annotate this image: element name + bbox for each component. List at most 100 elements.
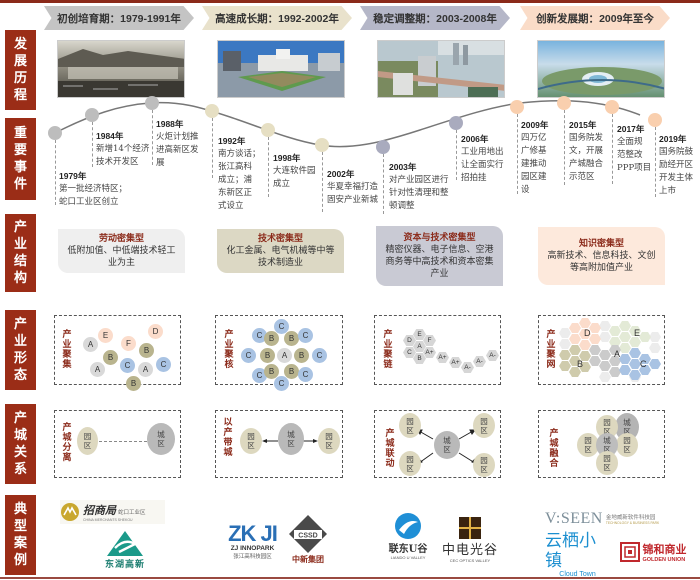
event-text: 国务院发 文，开展 产城融合 示范区: [569, 133, 604, 182]
node-b: B: [126, 376, 141, 391]
park-circle: 园区: [240, 428, 262, 454]
event-year: 2009年: [521, 120, 549, 130]
city-circle: 城区: [147, 423, 175, 455]
event-2017: 2017年全面规 范整改 PPP项目: [617, 123, 657, 175]
event-text: 工业用地出 让全面实行 招拍挂: [461, 147, 504, 183]
logo-liando: 联东U谷 LIANDO U VALLEY: [383, 508, 433, 563]
network-label-d: D: [584, 328, 591, 338]
relation-label: 产城分离: [62, 423, 72, 463]
relation-label: 以产带城: [223, 418, 233, 458]
svg-text:CSSD: CSSD: [298, 532, 317, 539]
event-2019: 2019年国务院鼓 励经开区 开发主体 上市: [659, 133, 700, 198]
phase-header-3: 稳定调整期：2003-2008年: [360, 6, 510, 30]
node-c: C: [156, 357, 171, 372]
structure-box-knowledge: 知识密集型 高新技术、信息科技、文创等高附加值产业: [538, 227, 665, 285]
park-circle: 园区: [399, 413, 421, 438]
node-c: C: [274, 376, 289, 391]
separation-line: [99, 441, 147, 442]
side-label-relation: 产城关系: [5, 404, 36, 484]
cec-optics-icon: [459, 517, 481, 539]
event-year: 1998年: [273, 153, 301, 163]
logo-cec-optics: 中电光谷 CEC OPTICS VALLEY: [440, 515, 500, 565]
logo-en: LIANDO U VALLEY: [390, 554, 426, 560]
event-dashline: [55, 140, 56, 205]
structure-box-labor: 劳动密集型 低附加值、中低端技术轻工业为主: [58, 229, 185, 273]
node-a: A: [138, 362, 153, 377]
event-dashline: [564, 110, 565, 185]
park-circle: 园区: [596, 451, 618, 475]
node-b: B: [284, 364, 299, 379]
city-circle: 城区: [596, 433, 618, 457]
phase-photo-2: [217, 40, 345, 98]
phase-years: 2009年至今: [599, 12, 654, 25]
logo-viseen: V:SEEN 金地威新软件科技园 TECHNOLOGY & BUSINESS P…: [545, 508, 695, 530]
park-circle: 园区: [318, 428, 340, 454]
event-year: 1988年: [156, 119, 184, 129]
node-a: A: [90, 362, 105, 377]
hex-node: E: [413, 329, 426, 340]
phase-years: 1992-2002年: [278, 12, 339, 25]
node-c: C: [252, 368, 267, 383]
form-label: 产业聚网: [546, 330, 556, 370]
arrows: [262, 439, 318, 443]
side-label-events: 重要事件: [5, 118, 36, 200]
event-2009: 2009年四万亿 广修基 建推动 园区建 设: [521, 119, 561, 197]
form-frame-core: 产业聚核 C C B B C C B A B C C B B C C: [215, 315, 343, 391]
node-b: B: [264, 331, 279, 346]
relation-label: 产城联动: [385, 429, 395, 469]
relation-label: 产城融合: [549, 429, 559, 469]
network-label-e: E: [634, 328, 641, 338]
logo-en: CHINA MERCHANTS SHEKOU: [83, 518, 133, 522]
node-b: B: [264, 364, 279, 379]
park-circle: 园区: [473, 413, 495, 438]
event-1988: 1988年火炬计划推 进高新区发 展: [156, 118, 211, 170]
node-b: B: [294, 348, 309, 363]
event-dashline: [152, 110, 153, 165]
event-text: 第一批经济特区； 蛇口工业区创立: [59, 184, 128, 207]
china-merchants-icon: [61, 503, 79, 521]
form-label: 产业聚链: [383, 330, 393, 370]
cssd-diamond-icon: CSSD: [289, 514, 327, 553]
event-year: 2002年: [327, 169, 355, 179]
timeline-curve: [48, 96, 662, 154]
city-circle: 城区: [434, 431, 460, 459]
structure-desc: 低附加值、中低端技术轻工业为主: [67, 246, 176, 268]
event-dashline: [655, 127, 656, 197]
logo-sub: 张江高科技园区: [233, 553, 272, 560]
logo-name: 联东U谷: [388, 543, 428, 555]
event-1984: 1984年新增14个经济 技术开发区: [96, 130, 156, 169]
phase-photo-4: [537, 40, 665, 98]
liando-swirl-icon: [395, 512, 421, 539]
node-b: B: [260, 348, 275, 363]
logo-name: 东湖高新: [104, 559, 145, 569]
node-f: F: [121, 336, 136, 351]
park-circle: 园区: [596, 415, 618, 439]
relation-frame-linkage: 产城联动 园区 园区 城区 园区 园区: [374, 410, 501, 478]
hex-node: A-: [473, 356, 486, 367]
node-c: C: [312, 348, 327, 363]
event-text: 新增14个经济 技术开发区: [96, 144, 150, 167]
logo-china-merchants: 招商局 蛇口工业区 CHINA MERCHANTS SHEKOU: [60, 500, 165, 524]
phase-years: 1979-1991年: [120, 12, 181, 25]
phase-name: 稳定调整期：: [373, 12, 437, 25]
side-label-history: 发展历程: [5, 30, 36, 110]
event-dashline: [268, 137, 269, 197]
logo-name: V:SEEN: [545, 510, 603, 527]
node-c: C: [241, 348, 256, 363]
hex-node: B: [413, 353, 426, 364]
phase-header-4: 创新发展期：2009年至今: [520, 6, 670, 30]
phase-header-2: 高速成长期：1992-2002年: [202, 6, 352, 30]
logo-name: 中电光谷: [441, 542, 498, 557]
hex-node: A+: [423, 347, 436, 358]
phase-photo-1: [57, 40, 185, 98]
side-label-cases: 典型案例: [5, 495, 36, 575]
hex-node: A-: [486, 350, 499, 361]
logo-name: 锦和商业: [642, 543, 687, 556]
node-e: E: [98, 328, 113, 343]
event-1979: 1979年第一批经济特区； 蛇口工业区创立: [59, 170, 159, 209]
logo-name: 招商局: [83, 504, 116, 517]
relation-frame-separation: 产城分离 园区 城区: [54, 410, 181, 478]
event-year: 2003年: [389, 162, 417, 172]
park-circle: 园区: [473, 453, 495, 477]
form-label: 产业聚集: [62, 330, 72, 370]
